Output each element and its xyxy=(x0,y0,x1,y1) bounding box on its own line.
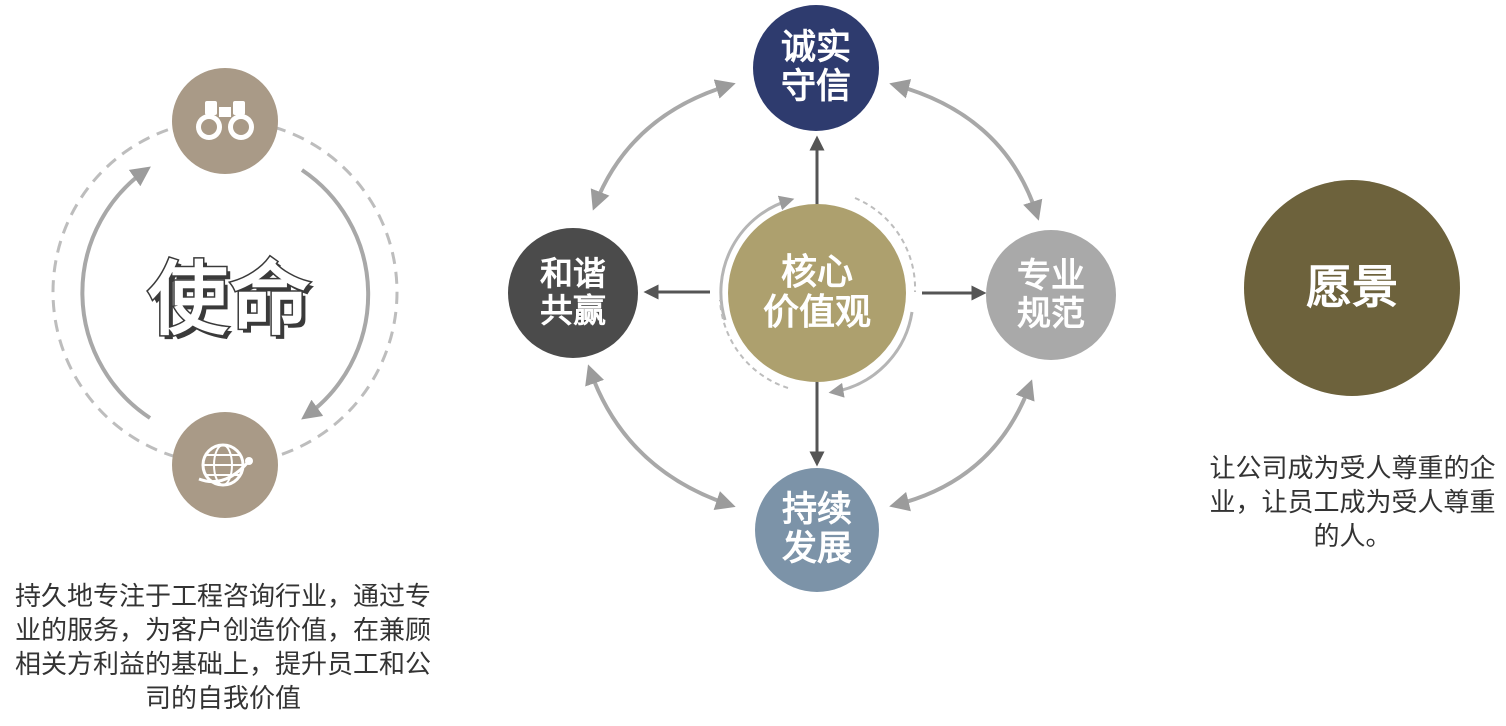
vision-title: 愿景 xyxy=(1306,260,1398,315)
mission-arrow-right xyxy=(300,168,371,420)
value-left-line1: 和谐 xyxy=(540,254,606,294)
value-left-line2: 共赢 xyxy=(540,291,606,330)
value-right-line1: 专业 xyxy=(1017,255,1085,296)
value-top-circle: 诚实 守信 xyxy=(753,5,879,131)
center-arc-left xyxy=(719,195,795,321)
arrow-bottom-left xyxy=(585,364,736,511)
arrow-bottom-right xyxy=(889,379,1035,512)
value-right-line2: 规范 xyxy=(1017,294,1085,334)
arrow-top-left xyxy=(590,79,736,211)
mission-globe-circle xyxy=(172,412,278,518)
value-center-line2: 价值观 xyxy=(762,292,871,333)
value-left-label: 和谐 共赢 xyxy=(540,254,606,330)
arrow-top-right xyxy=(889,79,1043,221)
value-bottom-circle: 持续 发展 xyxy=(755,468,879,592)
value-top-line2: 守信 xyxy=(780,67,851,107)
value-right-circle: 专业 规范 xyxy=(986,230,1116,360)
value-center-line1: 核心 xyxy=(780,251,853,293)
center-arc-dashed-bottom xyxy=(719,299,789,389)
value-right-label: 专业 规范 xyxy=(1017,257,1085,333)
center-arc-right xyxy=(828,311,914,398)
mission-title: 使命 xyxy=(147,252,312,348)
vision-circle: 愿景 xyxy=(1244,180,1460,396)
vision-description: 让公司成为受人尊重的企业，让员工成为受人尊重的人。 xyxy=(1209,454,1496,552)
value-bottom-line1: 持续 xyxy=(781,489,852,530)
value-center-circle: 核心 价值观 xyxy=(728,204,906,382)
value-center-label: 核心 价值观 xyxy=(762,251,871,334)
value-top-label: 诚实 守信 xyxy=(780,27,851,107)
mission-description: 持久地专注于工程咨询行业，通过专业的服务，为客户创造价值，在兼顾相关方利益的基础… xyxy=(14,582,431,714)
value-top-line1: 诚实 xyxy=(780,27,851,68)
value-bottom-line2: 发展 xyxy=(781,529,852,569)
mission-binoculars-circle xyxy=(172,68,278,174)
value-bottom-label: 持续 发展 xyxy=(781,489,852,569)
value-left-circle: 和谐 共赢 xyxy=(508,228,638,358)
globe-icon xyxy=(198,443,253,487)
mission-arrow-left xyxy=(80,166,152,420)
binoculars-icon xyxy=(196,101,254,140)
